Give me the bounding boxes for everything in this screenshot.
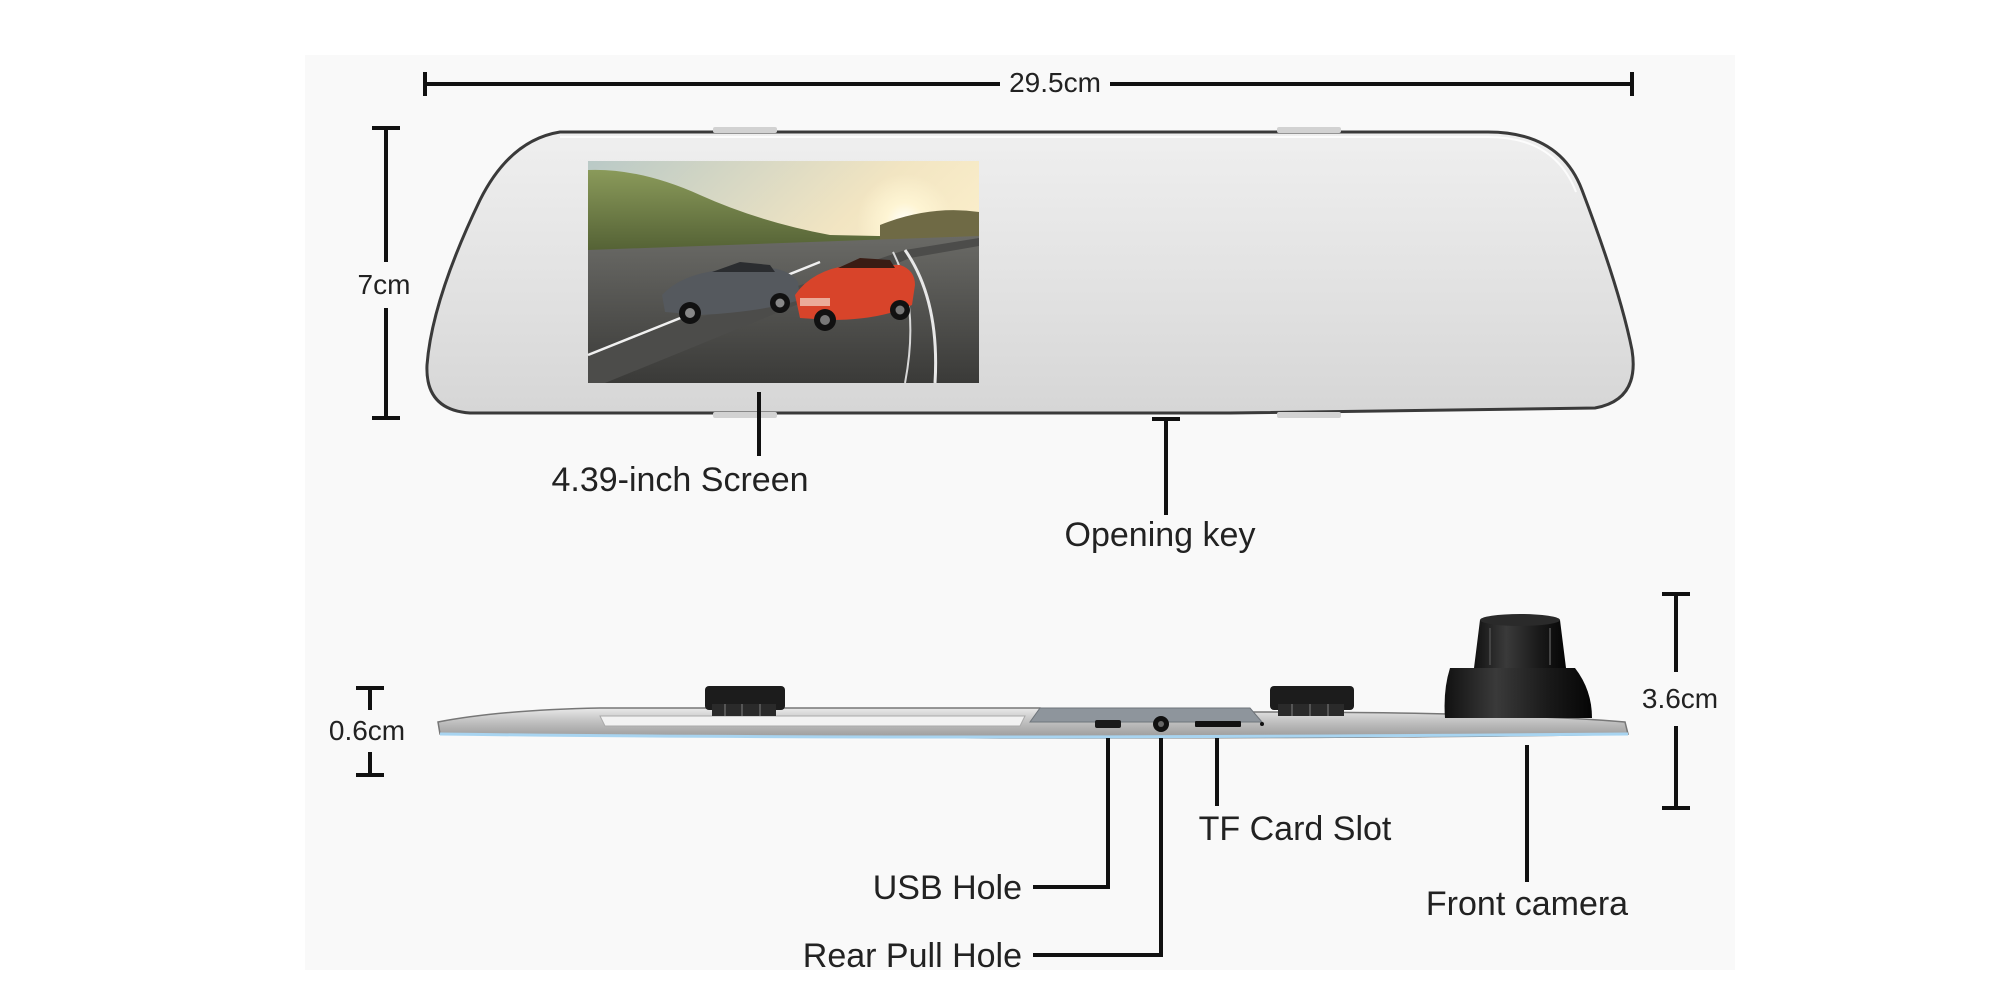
tf-card-slot-icon [1195, 721, 1241, 727]
thickness-dimension [356, 686, 384, 777]
screen-label: 4.39-inch Screen [551, 461, 808, 499]
front-camera [1444, 614, 1592, 718]
rear-pull-callout-line [1033, 738, 1163, 957]
usb-port-icon [1095, 720, 1121, 728]
height-dimension [372, 126, 400, 420]
usb-hole-label: USB Hole [873, 869, 1022, 907]
camera-height-dimension [1662, 592, 1690, 810]
width-label: 29.5cm [1009, 67, 1101, 98]
tf-card-slot-label: TF Card Slot [1199, 810, 1392, 848]
front-camera-label: Front camera [1426, 885, 1628, 923]
dashcam-screen [587, 161, 979, 384]
mount-tabs [713, 127, 1341, 418]
opening-key-label: Opening key [1065, 516, 1256, 554]
right-mount-clip [1270, 686, 1354, 716]
rear-pull-hole-label: Rear Pull Hole [803, 937, 1022, 975]
gray-car [662, 262, 800, 324]
red-car [795, 258, 915, 331]
height-label: 7cm [358, 269, 411, 300]
opening-key-callout [1152, 417, 1180, 515]
left-mount-clip [705, 686, 785, 716]
usb-callout-line [1033, 738, 1110, 889]
width-dimension [423, 72, 1634, 96]
thickness-label: 0.6cm [329, 715, 405, 746]
camera-height-label: 3.6cm [1642, 683, 1718, 714]
